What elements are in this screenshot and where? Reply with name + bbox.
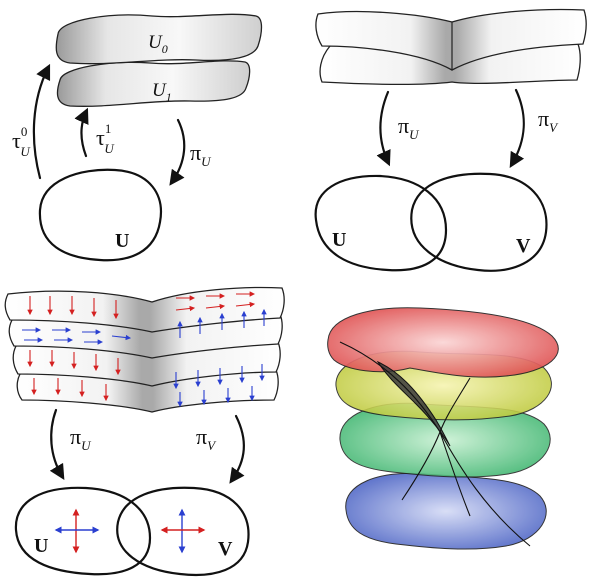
base-region-v-tr [410,172,548,272]
cone-edge-side2 [439,431,471,517]
pi-u-label-bl: πU [70,424,92,453]
surface-blue [345,472,547,550]
pi-u-label: πU [190,140,212,169]
frame-cross-u [54,508,100,554]
panel-two-chart-cover: πU πV U V [314,8,587,272]
section-tau1-arrow [74,107,89,158]
projection-pi-u-arrow [169,118,186,186]
surface-red [327,307,559,378]
projection-pi-u-arrow-bl [49,408,65,480]
sheet-u0 [55,13,263,65]
pi-v-label-tr: πV [538,106,559,135]
vf-sheet-1 [4,286,285,333]
pi-u-label-tr: πU [398,113,420,142]
pi-v-label-bl: πV [196,424,217,453]
projection-pi-v-arrow-bl [229,414,245,484]
projection-pi-u-arrow-tr [376,90,391,167]
cone-edge-upper [339,341,441,433]
base-region-v-bl [116,486,250,576]
sheet-u1 [56,60,251,107]
sheet-u0-label: U0 [148,32,168,56]
base-u-label-bl: U [34,535,48,557]
sheet-u1-label: U1 [152,80,172,104]
base-v-label-bl: V [218,538,233,560]
cone-edge-lower [439,431,531,547]
frame-cross-v [160,508,206,554]
panel-colored-surfaces [327,307,559,550]
panel-vector-field-cover: πU πV U V [4,286,285,576]
red-field-arrows [27,291,256,402]
base-u-label: U [115,230,129,252]
central-cone [376,360,451,447]
base-region-u [38,168,162,262]
pinched-sheet-upper [315,8,587,71]
projection-pi-v-arrow-tr [509,88,525,168]
blue-field-arrows [22,308,267,408]
base-v-label-tr: V [516,235,531,257]
section-tau0-arrow [32,63,51,180]
base-region-u-tr [314,174,448,272]
base-u-label-tr: U [332,229,346,251]
base-region-u-bl [14,486,152,576]
